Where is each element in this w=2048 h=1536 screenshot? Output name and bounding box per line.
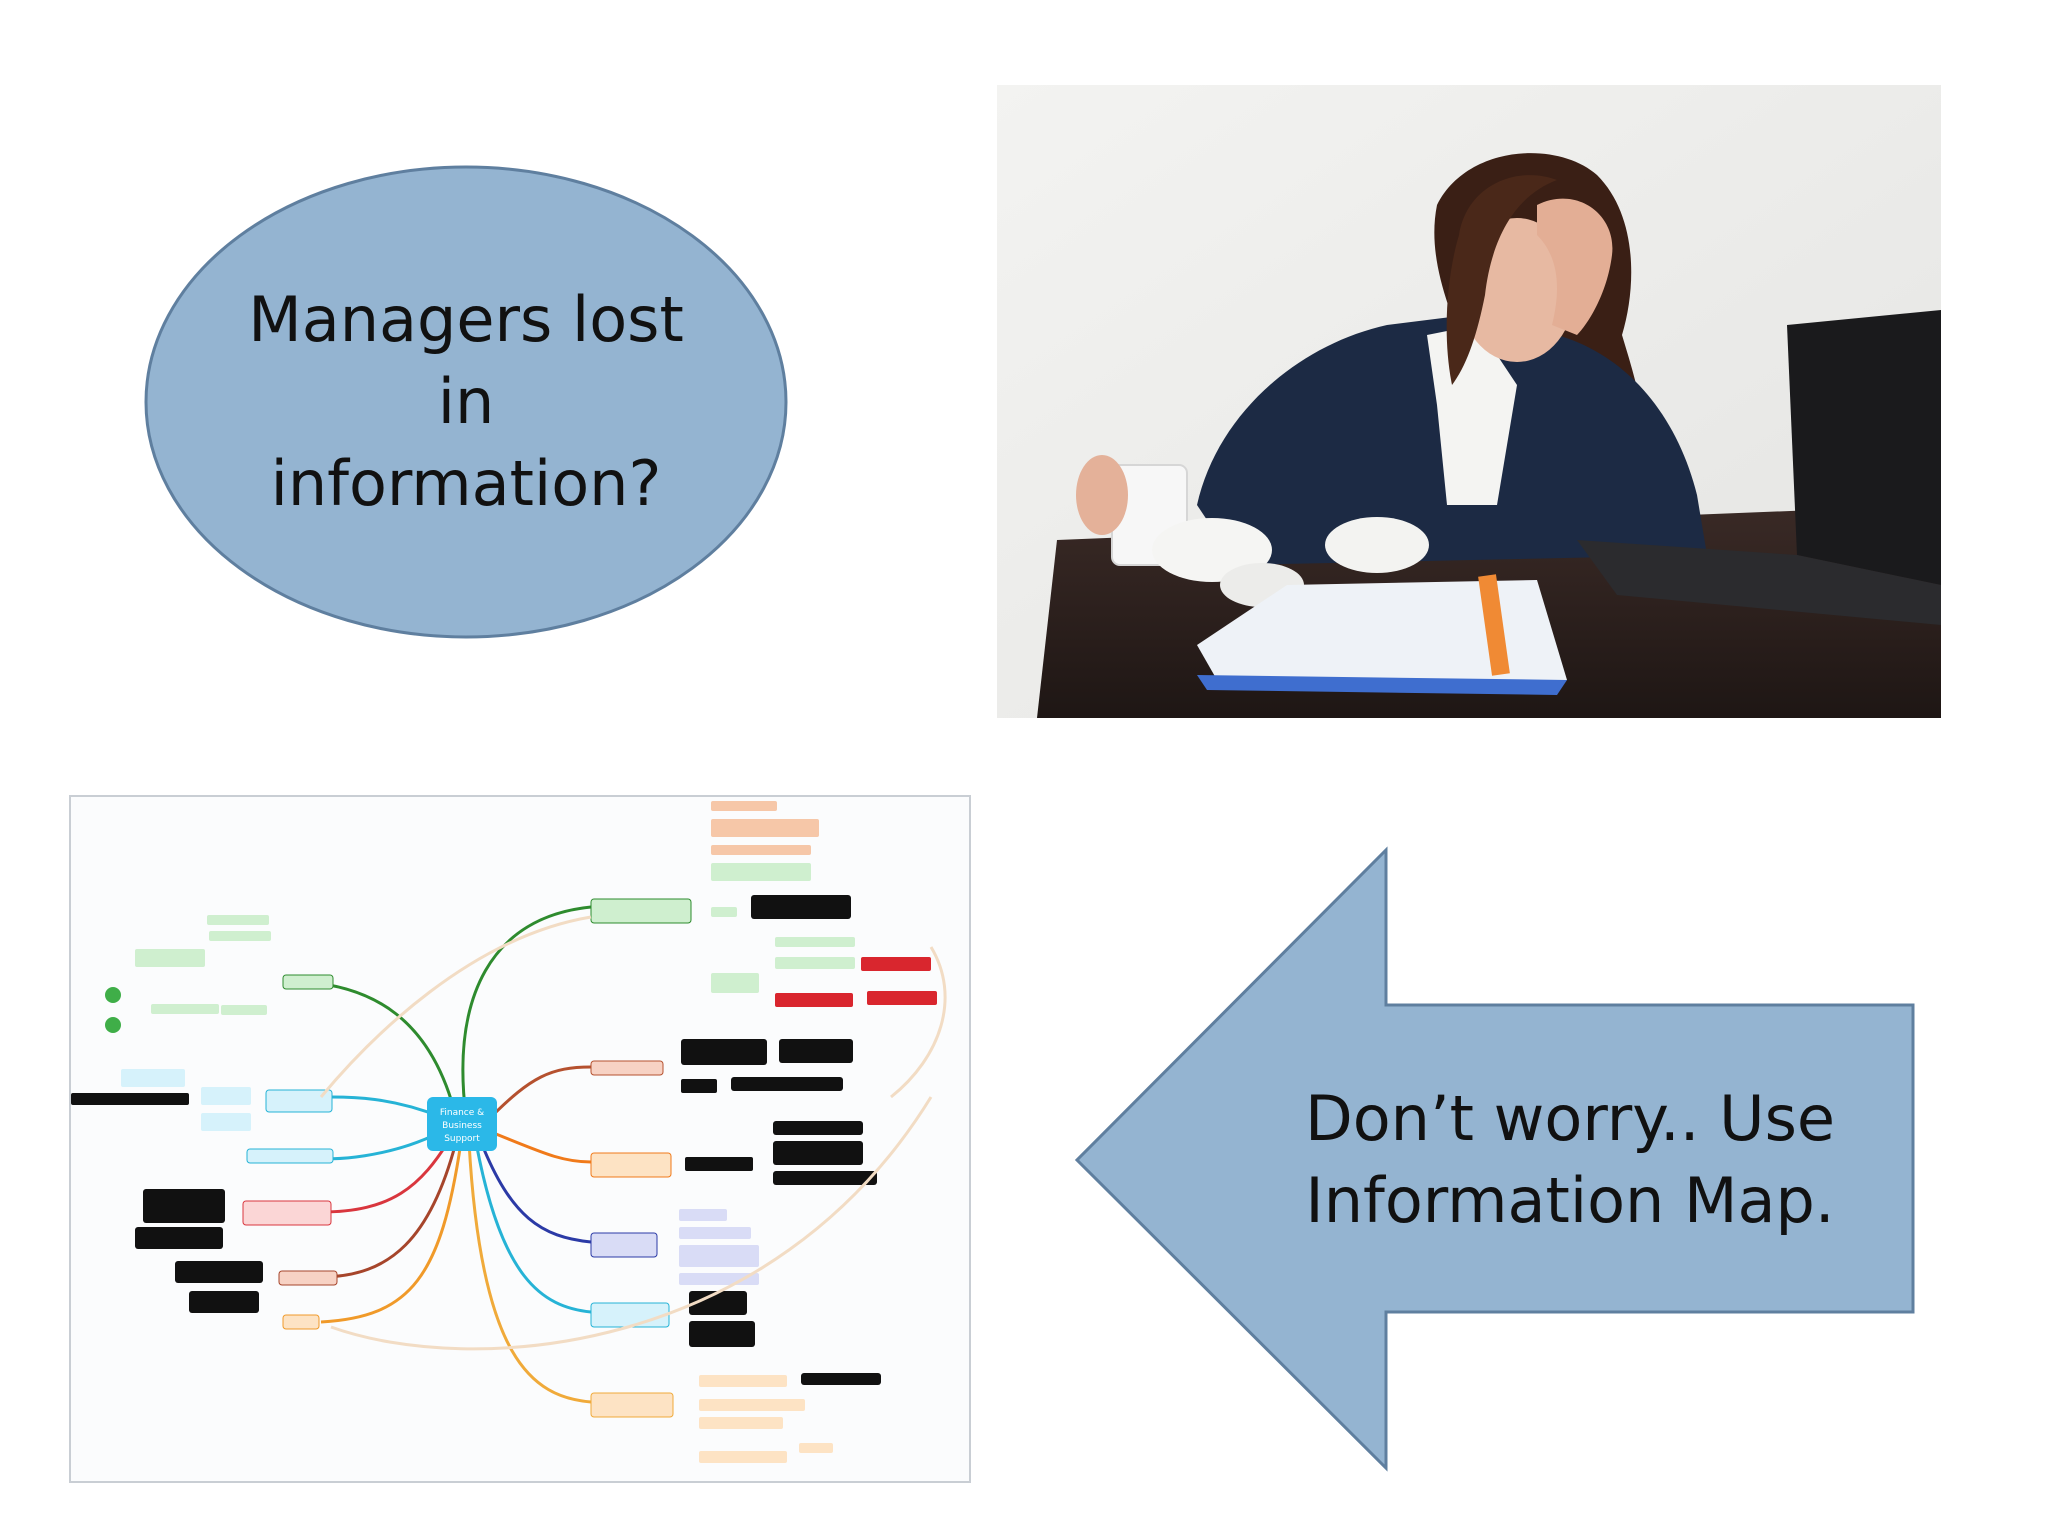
speech-oval [144,165,788,639]
photo-illustration [997,85,1941,718]
bubble-line-2: in [437,365,495,438]
center-node-label: Finance & [440,1108,484,1118]
svg-text:Support: Support [444,1134,480,1144]
bubble-text: Managers lost in information? [148,168,784,636]
bubble-line-1: Managers lost [248,283,684,356]
stressed-woman-photo [997,85,1941,718]
mind-map-graphic: Finance & Business Support [71,801,947,1463]
information-mind-map: Finance & Business Support [69,795,971,1483]
arrow-text: Don’t worry.. Use Information Map. [1260,1060,1880,1260]
left-arrow-shape [1074,846,1915,1472]
arrow-line-2: Information Map. [1305,1164,1835,1237]
bubble-line-3: information? [270,447,662,520]
arrow-line-1: Don’t worry.. Use [1304,1082,1836,1155]
svg-text:Business: Business [442,1121,482,1131]
